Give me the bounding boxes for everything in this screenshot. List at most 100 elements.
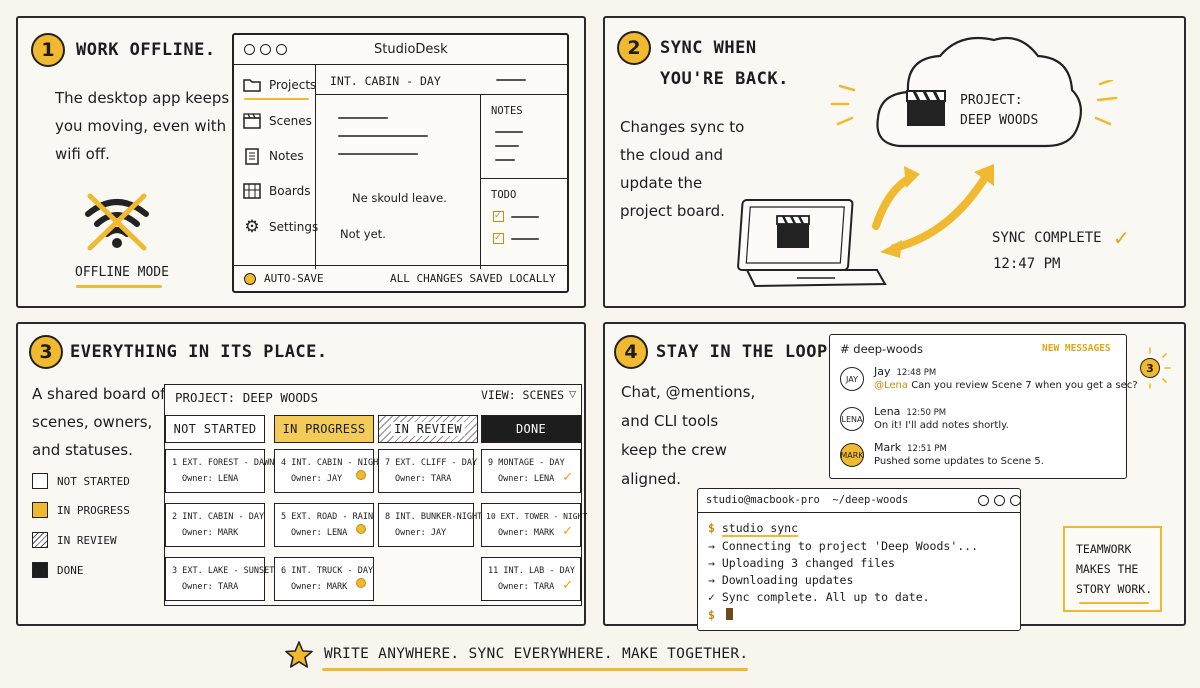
scene-card[interactable]: 4 INT. CABIN - NIGHT Owner: JAY xyxy=(274,449,383,493)
sidebar-item-settings[interactable]: ⚙ Settings xyxy=(242,217,319,237)
sidebar-item-label: Boards xyxy=(269,184,311,198)
status-bar: AUTO-SAVE ALL CHANGES SAVED LOCALLY xyxy=(234,265,567,291)
step-number-4: 4 xyxy=(614,335,648,369)
legend-label: IN REVIEW xyxy=(57,533,117,547)
sidebar-item-label: Scenes xyxy=(269,114,312,128)
todo-checkbox[interactable]: ✓ xyxy=(493,211,504,222)
wifi-off-icon xyxy=(85,193,149,251)
card-owner: Owner: TARA xyxy=(182,582,239,592)
terminal-output-line: ✓ Sync complete. All up to date. xyxy=(708,590,930,604)
minimize-dot[interactable] xyxy=(994,495,1005,506)
clapperboard-icon xyxy=(906,90,946,126)
scene-card[interactable]: 3 EXT. LAKE - SUNSET Owner: TARA xyxy=(165,557,274,601)
footer-tagline: WRITE ANYWHERE. SYNC EVERYWHERE. MAKE TO… xyxy=(324,646,749,662)
laptop-icon xyxy=(737,199,887,288)
scene-card[interactable]: 7 EXT. CLIFF - DAY Owner: TARA xyxy=(378,449,477,493)
notes-pane: NOTES xyxy=(481,95,569,179)
view-selector[interactable]: VIEW: SCENES ▽ xyxy=(481,388,576,402)
scribble xyxy=(511,216,539,218)
terminal-output-line: → Connecting to project 'Deep Woods'... xyxy=(708,539,979,553)
terminal-titlebar: studio@macbook-pro ~/deep-woods xyxy=(698,489,1021,513)
badge-sparkle xyxy=(1149,347,1171,389)
scene-card[interactable]: 6 INT. TRUCK - DAY Owner: MARK xyxy=(274,557,374,601)
close-dot[interactable] xyxy=(978,495,989,506)
panel2-title-line: SYNC WHEN xyxy=(660,38,757,58)
legend-not-started: NOT STARTED xyxy=(32,473,130,489)
panel4-title: STAY IN THE LOOP. xyxy=(656,342,839,362)
scribble xyxy=(495,145,519,147)
terminal-window-controls[interactable] xyxy=(978,495,1021,506)
panel-sync xyxy=(603,16,1186,308)
sidebar-item-scenes[interactable]: Scenes xyxy=(242,112,312,130)
notification-badge[interactable]: 3 xyxy=(1140,358,1160,378)
sync-arrows-icon xyxy=(872,164,994,258)
card-title: 10 EXT. TOWER - NIGHT xyxy=(486,512,588,521)
minimize-dot[interactable] xyxy=(260,44,271,55)
todo-header: TODO xyxy=(491,189,517,201)
new-messages-label[interactable]: NEW MESSAGES xyxy=(1042,343,1111,354)
status-text: ALL CHANGES SAVED LOCALLY xyxy=(390,272,556,285)
avatar[interactable]: LENA xyxy=(840,407,864,431)
sidebar-item-notes[interactable]: Notes xyxy=(242,147,304,165)
scene-card[interactable]: 2 INT. CABIN - DAY Owner: MARK xyxy=(165,503,265,547)
card-title: 11 INT. LAB - DAY xyxy=(488,566,575,576)
scribble xyxy=(338,135,428,137)
app-sidebar: Projects Scenes Notes Boards ⚙ Settings xyxy=(234,65,319,269)
card-title: 2 INT. CABIN - DAY xyxy=(172,512,265,522)
terminal-command-line[interactable]: $ studio sync xyxy=(708,521,799,537)
panel2-description: Changes sync to the cloud and update the… xyxy=(620,113,744,225)
card-title: 6 INT. TRUCK - DAY xyxy=(281,566,374,576)
maximize-dot[interactable] xyxy=(276,44,287,55)
panel3-description-line: scenes, owners, xyxy=(32,413,153,431)
editor-header: INT. CABIN - DAY xyxy=(316,65,569,95)
sparkle-lines xyxy=(830,80,1118,126)
scene-card[interactable]: 9 MONTAGE - DAY Owner: LENA ✓ xyxy=(481,449,581,493)
legend-swatch xyxy=(32,532,48,548)
scene-card[interactable]: 10 EXT. TOWER - NIGHT Owner: MARK ✓ xyxy=(481,503,587,547)
autosave-indicator xyxy=(244,273,256,285)
board-icon xyxy=(242,182,262,200)
panel1-description: The desktop app keeps you moving, even w… xyxy=(55,84,229,168)
scene-card[interactable]: 8 INT. BUNKER-NIGHT Owner: JAY xyxy=(378,503,482,547)
terminal-output-line: → Uploading 3 changed files xyxy=(708,556,895,570)
avatar[interactable]: JAY xyxy=(840,367,864,391)
callout-line: MAKES THE xyxy=(1076,562,1139,576)
chat-channel[interactable]: # deep-woods xyxy=(840,342,923,356)
notes-icon xyxy=(242,147,262,165)
gear-icon: ⚙ xyxy=(244,217,260,237)
step-number-3: 3 xyxy=(29,335,63,369)
message-author: Jay xyxy=(874,365,891,378)
sidebar-item-projects[interactable]: Projects xyxy=(242,76,316,94)
maximize-dot[interactable] xyxy=(1010,495,1021,506)
legend-swatch xyxy=(32,562,48,578)
window-controls[interactable] xyxy=(244,44,287,55)
teamwork-callout: TEAMWORK MAKES THE STORY WORK. xyxy=(1063,526,1162,612)
card-owner: Owner: MARK xyxy=(498,528,555,538)
scene-card[interactable]: 11 INT. LAB - DAY Owner: TARA ✓ xyxy=(481,557,581,601)
star-icon xyxy=(285,641,313,668)
scene-card[interactable]: 1 EXT. FOREST - DAWN Owner: LENA xyxy=(165,449,274,493)
callout-line: STORY WORK. xyxy=(1076,582,1153,596)
sidebar-item-label: Projects xyxy=(269,78,317,92)
todo-checkbox[interactable]: ✓ xyxy=(493,233,504,244)
in-progress-dot xyxy=(356,470,366,480)
column-header-label: IN REVIEW xyxy=(391,422,465,436)
board-column-done: DONE xyxy=(481,415,581,443)
panel2-description-line: Changes sync to xyxy=(620,118,745,136)
sync-time: 12:47 PM xyxy=(993,256,1061,272)
card-owner: Owner: TARA xyxy=(395,474,452,484)
panel4-description-line: aligned. xyxy=(621,470,682,488)
card-owner: Owner: TARA xyxy=(498,582,555,592)
sidebar-item-label: Settings xyxy=(269,220,319,234)
scene-card[interactable]: 5 EXT. ROAD - RAIN Owner: LENA xyxy=(274,503,374,547)
legend-done: DONE xyxy=(32,562,84,578)
projects-active-underline xyxy=(244,98,309,100)
avatar[interactable]: MARK xyxy=(840,443,864,467)
cloud-project-line: DEEP WOODS xyxy=(960,113,1039,128)
terminal-input-line[interactable]: $ xyxy=(708,608,733,622)
mention[interactable]: @Lena xyxy=(874,380,909,391)
close-dot[interactable] xyxy=(244,44,255,55)
sidebar-item-boards[interactable]: Boards xyxy=(242,182,311,200)
